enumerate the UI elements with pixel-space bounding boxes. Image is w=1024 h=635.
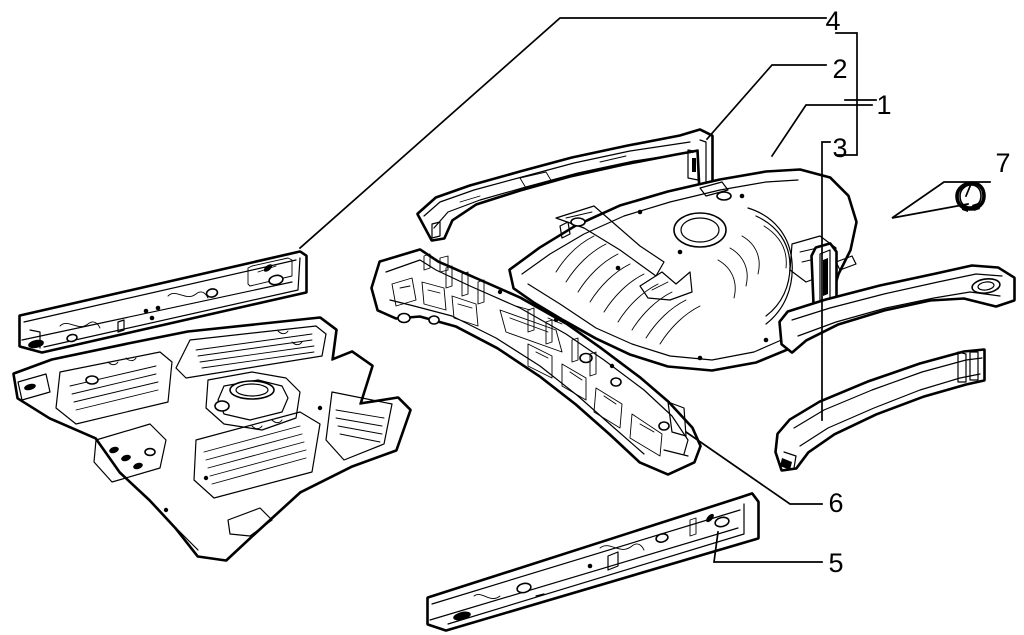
- part-centre-floor-crossmember: [370, 248, 702, 476]
- leader-line-5: [713, 531, 823, 563]
- part-right-sill-rocker-panel: [426, 492, 760, 632]
- leader-line-7: [891, 181, 991, 219]
- callout-label-7: 7: [995, 148, 1010, 178]
- leader-line-4: [298, 17, 827, 250]
- leader-line-2: [705, 64, 827, 141]
- part-front-floor-pan: [12, 316, 412, 562]
- part-rear-longitudinal-members: [774, 264, 1016, 472]
- callout-label-5: 5: [828, 548, 843, 578]
- callout-label-3: 3: [832, 133, 847, 163]
- leader-line-3: [821, 141, 831, 421]
- part-rear-floor-pan-assembly: [508, 168, 858, 372]
- group-bracket-1: [835, 32, 858, 156]
- callout-label-6: 6: [828, 488, 843, 518]
- leader-line-6: [684, 430, 823, 505]
- leader-line-1: [770, 104, 873, 158]
- part-rear-wheel-arch-bracket: [810, 242, 857, 310]
- callout-label-1: 1: [876, 90, 891, 120]
- callout-labels: 4 2 1 3 7 6 5: [825, 6, 1010, 578]
- callout-label-4: 4: [825, 6, 840, 36]
- part-left-sill-rocker-panel: [18, 250, 308, 354]
- callout-label-2: 2: [832, 54, 847, 84]
- callout-leader-lines: [298, 17, 991, 563]
- part-hose-clamp-ring: [955, 181, 986, 212]
